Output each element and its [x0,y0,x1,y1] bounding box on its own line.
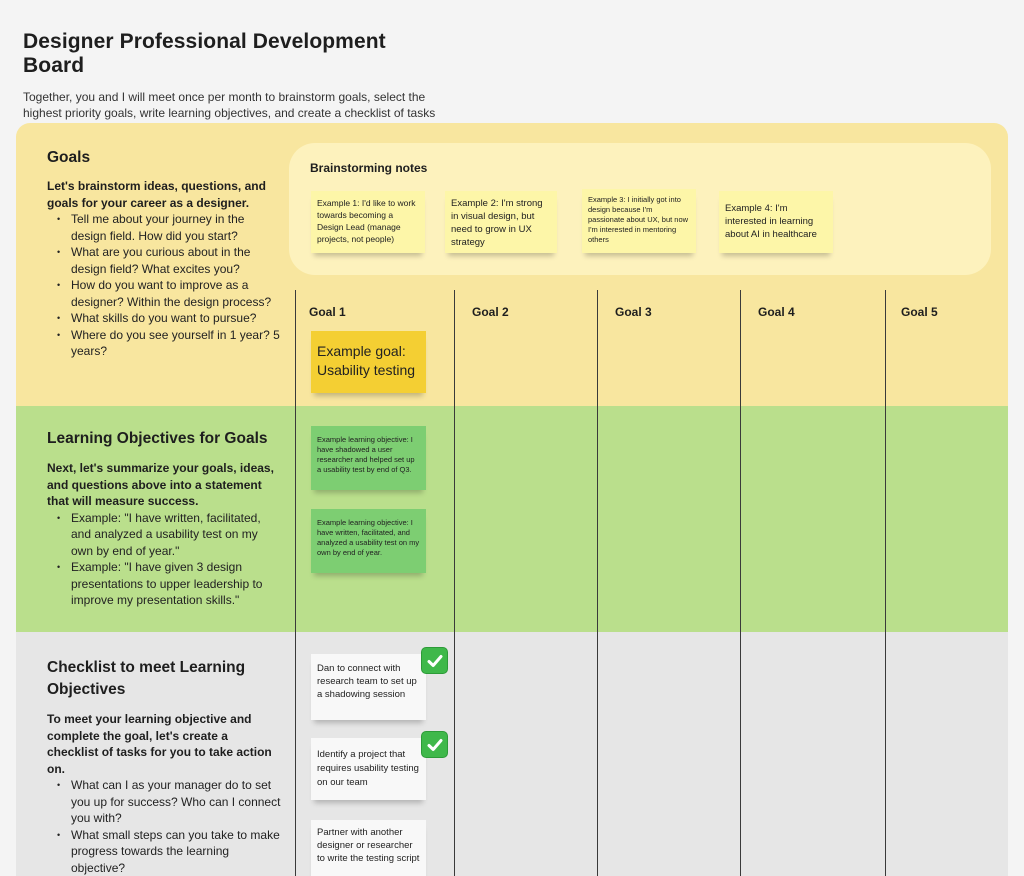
brainstorm-panel[interactable]: Brainstorming notes Example 1: I'd like … [289,143,991,275]
list-item: What are you curious about in the design… [57,244,282,277]
goal-column-header: Goal 5 [901,305,938,319]
checklist-task-note[interactable]: Dan to connect with research team to set… [311,654,426,720]
column-divider [454,290,455,876]
goal-column-header: Goal 2 [472,305,509,319]
checklist-bullet-list: What can I as your manager do to set you… [57,777,282,876]
column-divider [885,290,886,876]
learning-objective-note[interactable]: Example learning objective: I have writt… [311,509,426,573]
page-title: Designer Professional Development Board [23,30,386,77]
goals-lead: Let's brainstorm ideas, questions, and g… [47,179,266,210]
column-divider [597,290,598,876]
example-goal-note[interactable]: Example goal: Usability testing [311,331,426,393]
checklist-heading: Checklist to meet Learning Objectives [47,659,246,698]
column-divider [740,290,741,876]
learning-objectives-band: Learning Objectives for Goals Next, let'… [16,406,1008,632]
goal-column-header: Goal 1 [309,305,346,319]
list-item: Example: "I have written, facilitated, a… [57,510,282,560]
check-mark-icon[interactable] [421,731,448,758]
goal-column-header: Goal 3 [615,305,652,319]
list-item: Tell me about your journey in the design… [57,211,282,244]
learning-objective-note[interactable]: Example learning objective: I have shado… [311,426,426,490]
brainstorm-note[interactable]: Example 3: I initially got into design b… [582,189,696,253]
learning-bullet-list: Example: "I have written, facilitated, a… [57,510,282,609]
brainstorm-note[interactable]: Example 1: I'd like to work towards beco… [311,191,425,253]
brainstorm-note[interactable]: Example 2: I'm strong in visual design, … [445,191,557,253]
list-item: What can I as your manager do to set you… [57,777,282,827]
checklist-sidebar: Checklist to meet Learning Objectives To… [47,657,282,876]
learning-heading: Learning Objectives for Goals [47,430,268,447]
check-mark-icon[interactable] [421,647,448,674]
list-item: Example: "I have given 3 design presenta… [57,559,282,609]
brainstorm-note[interactable]: Example 4: I'm interested in learning ab… [719,191,833,253]
list-item: Where do you see yourself in 1 year? 5 y… [57,327,282,360]
list-item: How do you want to improve as a designer… [57,277,282,310]
goal-column-header: Goal 4 [758,305,795,319]
brainstorm-title: Brainstorming notes [310,161,428,175]
goals-bullet-list: Tell me about your journey in the design… [57,211,282,360]
learning-lead: Next, let's summarize your goals, ideas,… [47,461,274,508]
list-item: What skills do you want to pursue? [57,310,282,327]
goals-heading: Goals [47,149,91,166]
learning-sidebar: Learning Objectives for Goals Next, let'… [47,428,282,609]
list-item: What small steps can you take to make pr… [57,827,282,876]
checklist-task-note[interactable]: Identify a project that requires usabili… [311,738,426,800]
goals-band: Goals Let's brainstorm ideas, questions,… [16,123,1008,406]
checklist-lead: To meet your learning objective and comp… [47,712,272,776]
board: Goals Let's brainstorm ideas, questions,… [16,123,1008,876]
column-divider [295,290,296,876]
checklist-task-note[interactable]: Partner with another designer or researc… [311,820,426,876]
checklist-band: Checklist to meet Learning Objectives To… [16,632,1008,876]
board-header: Designer Professional Development Board … [23,30,443,137]
goals-sidebar: Goals Let's brainstorm ideas, questions,… [47,147,282,360]
